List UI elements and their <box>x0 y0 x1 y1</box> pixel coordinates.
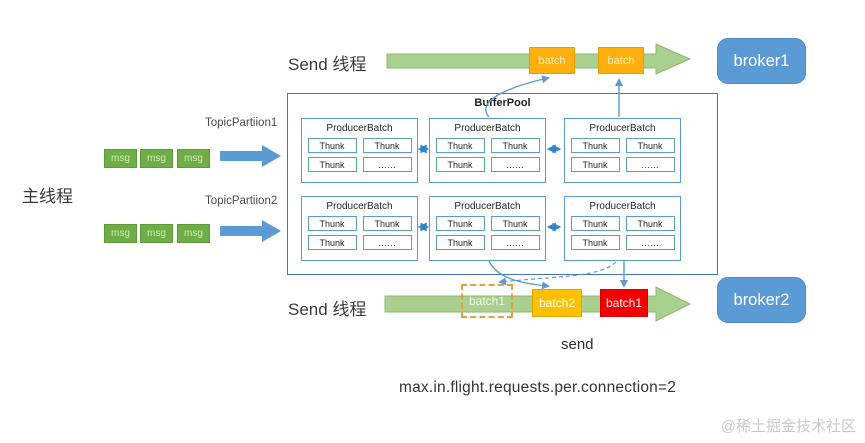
msg-box: msg <box>140 149 173 168</box>
buffer-pool: BufferPool ProducerBatch Thunk Thunk Thu… <box>287 93 718 275</box>
thunk-cell: Thunk <box>307 157 357 172</box>
buffer-pool-title: BufferPool <box>474 97 531 109</box>
watermark: @稀土掘金技术社区 <box>720 418 856 435</box>
producer-batch-title: ProducerBatch <box>326 201 393 212</box>
broker2-node: broker2 <box>717 277 806 323</box>
thunk-cell: Thunk <box>490 138 540 153</box>
topic-partition2-label: TopicPartiion2 <box>205 195 278 207</box>
msg-box: msg <box>104 224 137 243</box>
thunk-cell: Thunk <box>307 138 357 153</box>
producer-batch: ProducerBatch Thunk Thunk Thunk …… <box>301 118 418 183</box>
producer-batch-title: ProducerBatch <box>326 123 393 134</box>
send-label: send <box>561 336 594 353</box>
thunk-cell: Thunk <box>307 216 357 231</box>
thunk-more-cell: …… <box>625 157 675 172</box>
thunk-cell: Thunk <box>570 216 620 231</box>
topic-partition1-arrow <box>220 145 281 167</box>
thunk-more-cell: …… <box>490 157 540 172</box>
producer-batch: ProducerBatch Thunk Thunk Thunk …… <box>564 196 681 261</box>
thunk-more-cell: …… <box>362 235 412 250</box>
producer-batch-title: ProducerBatch <box>454 123 521 134</box>
thunk-more-cell: …… <box>490 235 540 250</box>
msg-box: msg <box>177 149 210 168</box>
msg-box: msg <box>140 224 173 243</box>
thunk-cell: Thunk <box>362 216 412 231</box>
producer-batch-title: ProducerBatch <box>589 201 656 212</box>
thunk-cell: Thunk <box>570 157 620 172</box>
msg-box: msg <box>177 224 210 243</box>
thunk-cell: Thunk <box>435 216 485 231</box>
send-thread-label-top: Send 线程 <box>288 55 367 74</box>
thunk-cell: Thunk <box>435 235 485 250</box>
thunk-cell: Thunk <box>625 138 675 153</box>
bottom-batch1-dashed: batch1 <box>461 284 513 318</box>
producer-batch-title: ProducerBatch <box>589 123 656 134</box>
bottom-batch1-red: batch1 <box>600 289 648 317</box>
thunk-cell: Thunk <box>625 216 675 231</box>
thunk-more-cell: …… <box>625 235 675 250</box>
config-text: max.in.flight.requests.per.connection=2 <box>399 379 677 396</box>
thunk-cell: Thunk <box>435 157 485 172</box>
main-thread-label: 主线程 <box>22 187 73 206</box>
producer-batch: ProducerBatch Thunk Thunk Thunk …… <box>429 196 546 261</box>
thunk-cell: Thunk <box>435 138 485 153</box>
broker1-node: broker1 <box>717 38 806 84</box>
inflight-batch-2: batch <box>598 47 644 74</box>
thunk-more-cell: …… <box>362 157 412 172</box>
topic-partition1-label: TopicPartiion1 <box>205 117 278 129</box>
topic-partition2-arrow <box>220 220 281 242</box>
producer-batch: ProducerBatch Thunk Thunk Thunk …… <box>429 118 546 183</box>
thunk-cell: Thunk <box>307 235 357 250</box>
producer-batch: ProducerBatch Thunk Thunk Thunk …… <box>301 196 418 261</box>
producer-batch: ProducerBatch Thunk Thunk Thunk …… <box>564 118 681 183</box>
thunk-cell: Thunk <box>570 235 620 250</box>
send-thread-label-bottom: Send 线程 <box>288 300 367 319</box>
inflight-batch-1: batch <box>529 47 575 74</box>
thunk-cell: Thunk <box>362 138 412 153</box>
msg-box: msg <box>104 149 137 168</box>
producer-batch-title: ProducerBatch <box>454 201 521 212</box>
thunk-cell: Thunk <box>490 216 540 231</box>
thunk-cell: Thunk <box>570 138 620 153</box>
bottom-batch2: batch2 <box>532 289 582 317</box>
